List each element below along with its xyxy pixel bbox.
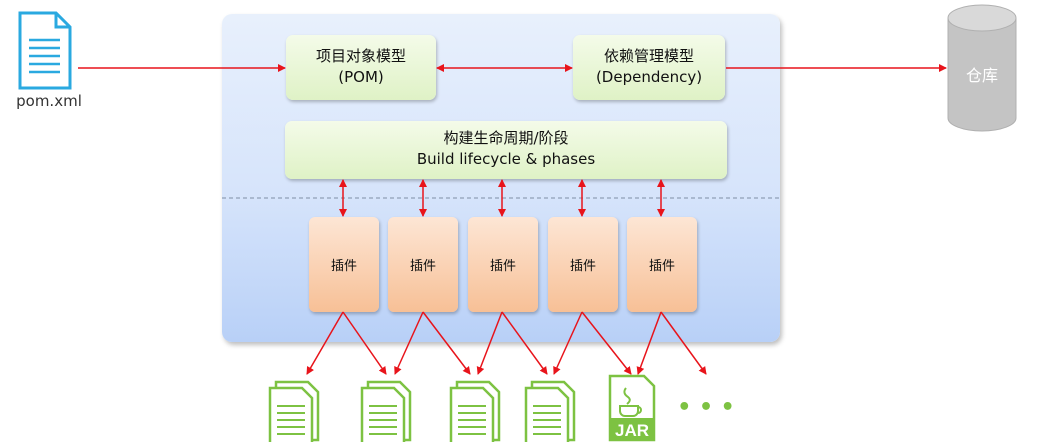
lifecycle-title: 构建生命周期/阶段 [443,129,569,147]
document-icon [268,380,320,442]
repository-label: 仓库 [965,66,998,85]
document-icon [360,380,412,442]
jar-label: JAR [615,421,649,440]
more-outputs-ellipsis: • • • [677,395,735,420]
pom-model-title: 项目对象模型 [315,47,406,65]
dependency-model-subtitle: (Dependency) [595,68,703,86]
pom-file-label: pom.xml [16,92,82,110]
plugin-box: 插件 [548,217,618,312]
document-icon [18,11,72,90]
database-cylinder-icon [947,4,1017,132]
pom-model-subtitle: (POM) [338,68,384,86]
output-arrows [306,311,707,375]
dependency-model-box: 依赖管理模型 (Dependency) [573,35,725,100]
document-icon [524,380,576,442]
plugin-box: 插件 [309,217,379,312]
lifecycle-box: 构建生命周期/阶段 Build lifecycle & phases [285,121,727,179]
dependency-model-title: 依赖管理模型 [603,47,694,65]
pom-model-box: 项目对象模型 (POM) [286,35,436,100]
lifecycle-subtitle: Build lifecycle & phases [416,150,596,168]
jar-file-icon: JAR [608,374,656,442]
plugin-box: 插件 [468,217,538,312]
document-icon [449,380,501,442]
plugin-box: 插件 [388,217,458,312]
plugin-box: 插件 [627,217,697,312]
